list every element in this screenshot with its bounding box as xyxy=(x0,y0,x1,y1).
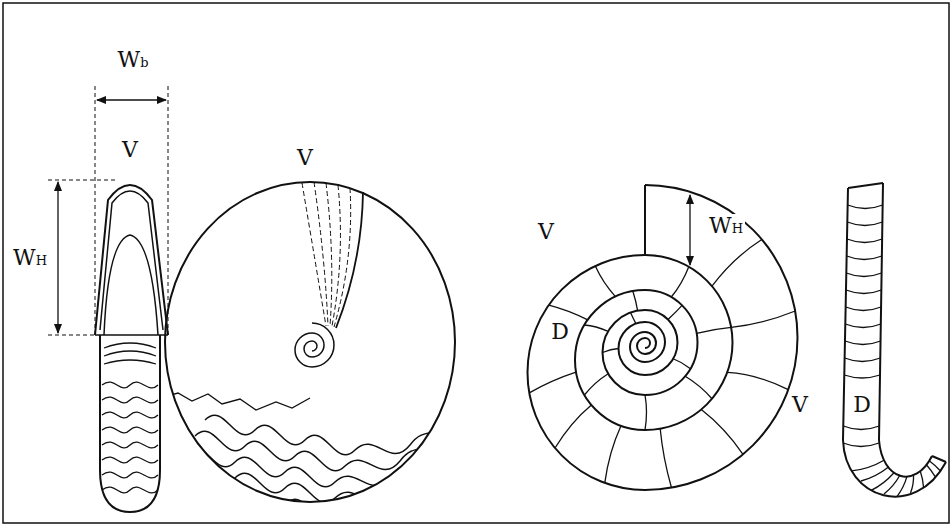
suture-line xyxy=(529,240,795,488)
shell-label: V xyxy=(295,146,315,170)
shell-label: V xyxy=(790,393,810,417)
shell-label: WH xyxy=(11,246,49,270)
shell-label: V xyxy=(120,138,140,162)
heteromorph-shell xyxy=(843,183,946,497)
shell-label: V xyxy=(536,220,556,244)
dimension-arrow xyxy=(57,182,58,333)
shell-label: WH xyxy=(707,214,745,238)
dimension-arrow xyxy=(689,195,690,265)
guide-line xyxy=(48,86,168,335)
shell-label: D xyxy=(851,393,873,417)
shell-label: D xyxy=(549,320,571,344)
shell-label: Wb xyxy=(116,48,151,72)
septum-line xyxy=(843,205,941,497)
involute-shell xyxy=(160,182,455,519)
cross-section xyxy=(48,86,168,512)
evolute-shell xyxy=(528,185,798,490)
frame xyxy=(3,3,949,523)
dimension-arrow xyxy=(97,99,166,100)
